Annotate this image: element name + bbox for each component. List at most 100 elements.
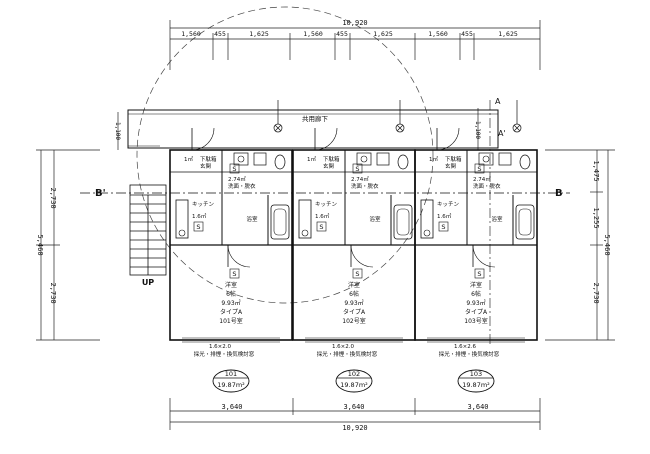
bath-label: 浴室	[369, 215, 381, 223]
top-dim-7: 1,560	[428, 30, 448, 38]
room-mats-label: 6帖	[471, 290, 481, 298]
room-number-label: 101号室	[219, 317, 242, 325]
kitchen-counter-icon	[298, 199, 312, 239]
room-area-label: 9.93㎡	[344, 299, 363, 307]
top-dim-3: 1,625	[249, 30, 269, 38]
room-number-label: 103号室	[464, 317, 487, 325]
unit-number-label: 103	[470, 370, 482, 378]
toilet-icon	[397, 154, 409, 170]
bottom-dim-3: 3,640	[467, 403, 488, 411]
shoebox-label: 下駄箱	[445, 155, 462, 163]
room-type-label: タイプA	[220, 308, 243, 316]
section-circle	[136, 6, 434, 304]
top-dim-6: 1,625	[373, 30, 393, 38]
unit-badge-101	[212, 369, 250, 393]
bath-label: 浴室	[246, 215, 258, 223]
aircon-icon-mark: S	[319, 223, 323, 231]
corridor	[127, 109, 499, 149]
kitchen-counter-icon	[175, 199, 189, 239]
unit-area-label: 19.87m²	[462, 381, 490, 389]
window-note-label: 採光・排煙・換気検討窓	[194, 350, 255, 358]
left-dimensions	[36, 112, 119, 341]
bathtub-icon	[393, 204, 413, 240]
washing-machine-icon	[253, 152, 267, 166]
wash-label: 洗面・脱衣	[351, 182, 379, 190]
right-dim-1: 1,475	[592, 160, 600, 181]
marker-a-bottom: A'	[498, 129, 506, 138]
aircon-icon-mark: S	[196, 223, 200, 231]
left-dim-1: 2,730	[49, 187, 57, 208]
shoebox-label: 下駄箱	[323, 155, 340, 163]
washbasin-icon	[478, 152, 494, 166]
room-name-label: 洋室	[225, 281, 237, 289]
kitchen-label: キッチン	[437, 201, 460, 208]
left-dim-2: 2,730	[49, 282, 57, 303]
top-dimensions	[169, 20, 541, 70]
stair-up-label: UP	[142, 278, 154, 287]
top-dim-8: 455	[461, 30, 473, 38]
top-dim-4: 1,560	[303, 30, 323, 38]
kitchen-counter-icon	[420, 199, 434, 239]
entry-area-label: 1㎡	[184, 155, 193, 163]
bottom-total-dim: 10,920	[342, 424, 367, 432]
corridor-lights	[273, 100, 522, 133]
kitchen-label: キッチン	[192, 201, 215, 208]
aircon-icon-mark: S	[355, 270, 359, 278]
entry-label: 玄関	[445, 162, 457, 170]
room-name-label: 洋室	[348, 281, 360, 289]
stove-icon	[178, 229, 186, 237]
aircon-icon	[352, 268, 363, 279]
shoebox-label: 下駄箱	[200, 155, 217, 163]
top-dim-1: 1,560	[181, 30, 201, 38]
room-number-label: 102号室	[342, 317, 365, 325]
room-type-label: タイプA	[343, 308, 366, 316]
unit-area-label: 19.87m²	[340, 381, 368, 389]
aircon-icon-mark: S	[232, 270, 236, 278]
right-dimensions	[477, 108, 615, 341]
window-size-label: 1.6×2.6	[454, 344, 477, 350]
wash-label: 洗面・脱衣	[228, 182, 256, 190]
wash-area-label: 2.74㎡	[351, 175, 369, 183]
bottom-dim-2: 3,640	[343, 403, 364, 411]
room-area-label: 9.93㎡	[221, 299, 240, 307]
kitchen-area-label: 1.6㎡	[192, 212, 207, 220]
toilet-icon	[519, 154, 531, 170]
aircon-icon	[352, 163, 363, 174]
bottom-segment-dims: 3,640 3,640 3,640	[221, 403, 488, 411]
left-total-dim: 5,460	[36, 234, 44, 255]
aircon-icon	[474, 268, 485, 279]
room-type-label: タイプA	[465, 308, 488, 316]
washbasin-icon	[233, 152, 249, 166]
stove-icon	[423, 229, 431, 237]
room-mats-label: 6帖	[349, 290, 359, 298]
window-note-label: 採光・排煙・換気検討窓	[317, 350, 378, 358]
entry-area-label: 1㎡	[307, 155, 316, 163]
bathtub-icon	[515, 204, 535, 240]
room-area-label: 9.93㎡	[466, 299, 485, 307]
unit-area-label: 19.87m²	[217, 381, 245, 389]
aircon-icon	[316, 221, 327, 232]
aircon-icon	[474, 163, 485, 174]
aircon-icon	[229, 163, 240, 174]
corridor-depth-dim: 1,100	[474, 121, 481, 139]
room-name-label: 洋室	[470, 281, 482, 289]
room-mats-label: 6帖	[226, 290, 236, 298]
corridor-depth-left-dim: 1,100	[114, 122, 121, 140]
window-note-label: 採光・排煙・換気検討窓	[439, 350, 500, 358]
bathtub-icon	[270, 204, 290, 240]
right-dim-2: 1,255	[592, 207, 600, 228]
aircon-icon	[229, 268, 240, 279]
top-dim-5: 455	[336, 30, 348, 38]
wash-label: 洗面・脱衣	[473, 182, 501, 190]
kitchen-label: キッチン	[315, 201, 338, 208]
window-size-label: 1.6×2.0	[209, 344, 232, 350]
top-dim-2: 455	[214, 30, 226, 38]
right-total-dim: 5,460	[603, 234, 611, 255]
stove-icon	[301, 229, 309, 237]
unit-number-label: 102	[348, 370, 360, 378]
kitchen-area-label: 1.6㎡	[437, 212, 452, 220]
stairs	[129, 184, 167, 276]
